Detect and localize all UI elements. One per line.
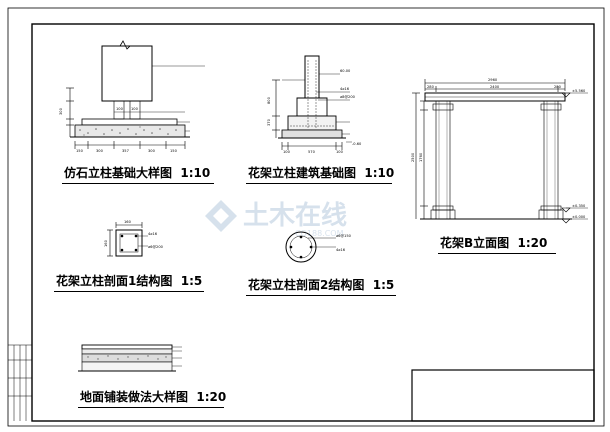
d2-elev: -0.60 [352, 142, 362, 146]
d2-left-2: 370 [267, 118, 271, 126]
d2-dim-2: 570 [308, 150, 316, 154]
watermark-url: CO188.COM [295, 229, 344, 238]
title-block [411, 369, 595, 422]
d3-top-total: 2960 [488, 78, 498, 82]
pergola-column-foundation-drawing [272, 55, 352, 150]
title-pergola-b-elevation: 花架B立面图 1:20 [440, 236, 547, 250]
title-1-underline [62, 183, 214, 184]
d5-rebar-1: ⌀6@150 [336, 234, 352, 238]
d4-rebar-1: 4⌀16 [148, 232, 158, 236]
title-1-scale: 1:10 [180, 166, 211, 180]
d1-dim-1: 150 [76, 149, 84, 153]
title-6-underline [78, 407, 224, 408]
d2-dim-3: 100 [336, 150, 344, 154]
title-stone-column-foundation: 仿石立柱基础大样图 1:10 [64, 166, 210, 180]
title-column-section-1: 花架立柱剖面1结构图 1:5 [56, 274, 202, 288]
d1-dim-2: 300 [96, 149, 104, 153]
outer-frame [7, 7, 605, 427]
d1-dim-4: 300 [148, 149, 156, 153]
d3-top-3: 280 [554, 85, 562, 89]
title-4-underline [54, 291, 204, 292]
stone-column-foundation-drawing [66, 40, 205, 149]
d3-side: 1760 [419, 152, 423, 162]
d3-top-1: 280 [427, 85, 435, 89]
d4-width: 160 [124, 220, 132, 224]
title-6-scale: 1:20 [196, 390, 227, 404]
d1-left-dim: 300 [59, 107, 63, 115]
d1-dim-3: 357 [122, 149, 129, 153]
d4-rebar-2: ⌀6@200 [148, 245, 164, 249]
title-5-scale: 1:5 [372, 278, 395, 292]
d2-dim-1: 100 [283, 150, 291, 154]
title-3-underline [438, 253, 556, 254]
title-column-section-2: 花架立柱剖面2结构图 1:5 [248, 278, 394, 292]
d1-mid-2: 100 [131, 107, 139, 111]
d3-top-2: 2400 [490, 85, 500, 89]
d2-left-1: 800 [267, 96, 271, 104]
d3-elev-bot: ±0.000 [572, 215, 586, 219]
title-3-text: 花架B立面图 [440, 236, 510, 250]
d3-elev-mid: ±0.350 [572, 204, 586, 208]
title-4-text: 花架立柱剖面1结构图 [56, 274, 173, 288]
watermark-text: 土木在线 [243, 201, 347, 231]
title-paving-section: 地面铺装做法大样图 1:20 [80, 390, 226, 404]
watermark: 土木在线 CO188.COM [205, 200, 347, 238]
pergola-b-elevation-drawing [412, 79, 588, 224]
d1-dim-5: 150 [170, 149, 178, 153]
d2-rebar-2: ⌀8@200 [340, 95, 356, 99]
title-2-scale: 1:10 [364, 166, 395, 180]
title-2-underline [246, 183, 392, 184]
paving-section-drawing [78, 344, 182, 372]
d3-height: 2500 [411, 152, 415, 162]
title-1-text: 仿石立柱基础大样图 [64, 166, 173, 180]
inner-frame [31, 23, 595, 422]
d3-elev-top: ±5.560 [572, 89, 586, 93]
title-5-underline [246, 295, 396, 296]
title-4-scale: 1:5 [180, 274, 203, 288]
column-section-1-drawing [107, 222, 148, 257]
title-pergola-column-foundation: 花架立柱建筑基础图 1:10 [248, 166, 394, 180]
title-3-scale: 1:20 [517, 236, 548, 250]
title-6-text: 地面铺装做法大样图 [80, 390, 189, 404]
d2-top-elev: 60.00 [340, 69, 351, 73]
title-5-text: 花架立柱剖面2结构图 [248, 278, 365, 292]
column-section-2-drawing [285, 231, 336, 263]
d4-side: 160 [104, 239, 108, 247]
d2-rebar-1: 4⌀16 [340, 87, 350, 91]
d1-mid-1: 100 [116, 107, 124, 111]
title-2-text: 花架立柱建筑基础图 [248, 166, 357, 180]
d5-rebar-2: 4⌀16 [336, 248, 346, 252]
binding-strip [8, 344, 32, 421]
